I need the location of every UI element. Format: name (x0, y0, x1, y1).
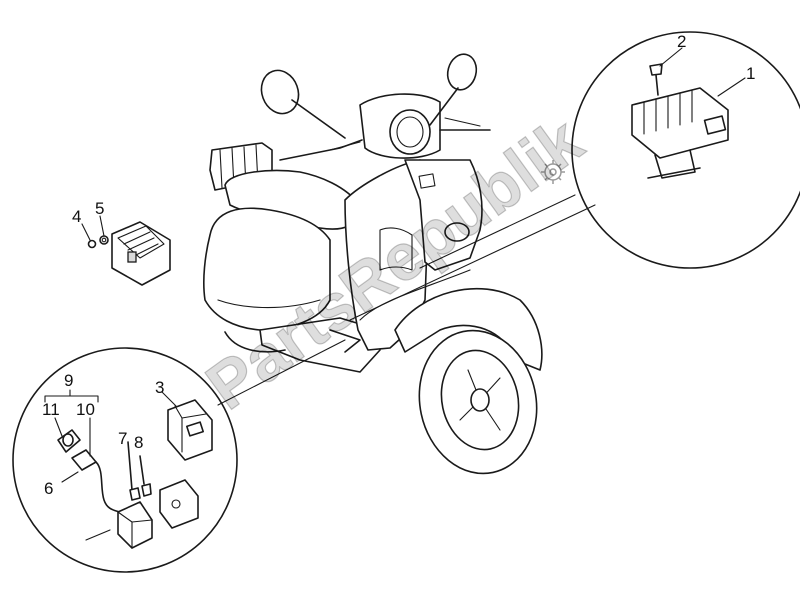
leader-line-relay (217, 339, 346, 406)
leader-line-regulator-lower (349, 204, 596, 321)
screw-icon (649, 63, 663, 76)
detail-circle-relay (12, 347, 238, 573)
callout-7: 7 (118, 429, 127, 448)
callout-4: 4 (72, 207, 81, 226)
callout-11: 11 (42, 400, 60, 419)
callout-3: 3 (155, 378, 164, 397)
callout-5: 5 (95, 199, 104, 218)
callout-2: 2 (677, 32, 686, 51)
cdi-unit-part (81, 215, 171, 286)
voltage-regulator-group (349, 31, 800, 321)
relay-wiring-group (12, 339, 346, 573)
detail-circle-regulator (571, 31, 800, 269)
callout-8: 8 (134, 433, 143, 452)
callout-1: 1 (746, 64, 755, 83)
scooter-illustration (203, 53, 543, 475)
screw-icon (85, 529, 111, 541)
gear-icon (541, 160, 565, 184)
callout-6: 6 (44, 479, 53, 498)
leader-line-regulator-upper (419, 194, 576, 269)
callout-9: 9 (64, 371, 73, 390)
callout-10: 10 (76, 400, 95, 419)
